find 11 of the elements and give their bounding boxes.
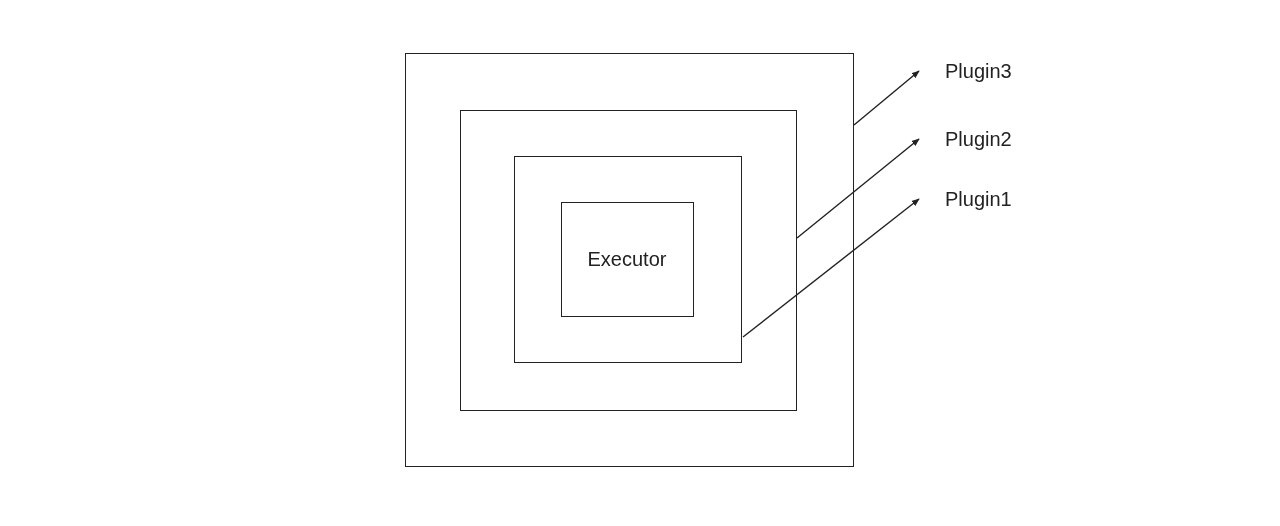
layer-box (405, 53, 854, 467)
node-label: Executor (587, 247, 667, 271)
arrow (796, 138, 920, 239)
plugin-label: Plugin1 (945, 187, 1012, 211)
layer-box (514, 156, 742, 363)
layer-box (459, 109, 797, 411)
arrow (853, 70, 920, 126)
executor-box (560, 201, 694, 317)
plugin-label: Plugin3 (945, 59, 1012, 83)
plugin-label: Plugin2 (945, 127, 1012, 151)
arrow (742, 198, 920, 338)
